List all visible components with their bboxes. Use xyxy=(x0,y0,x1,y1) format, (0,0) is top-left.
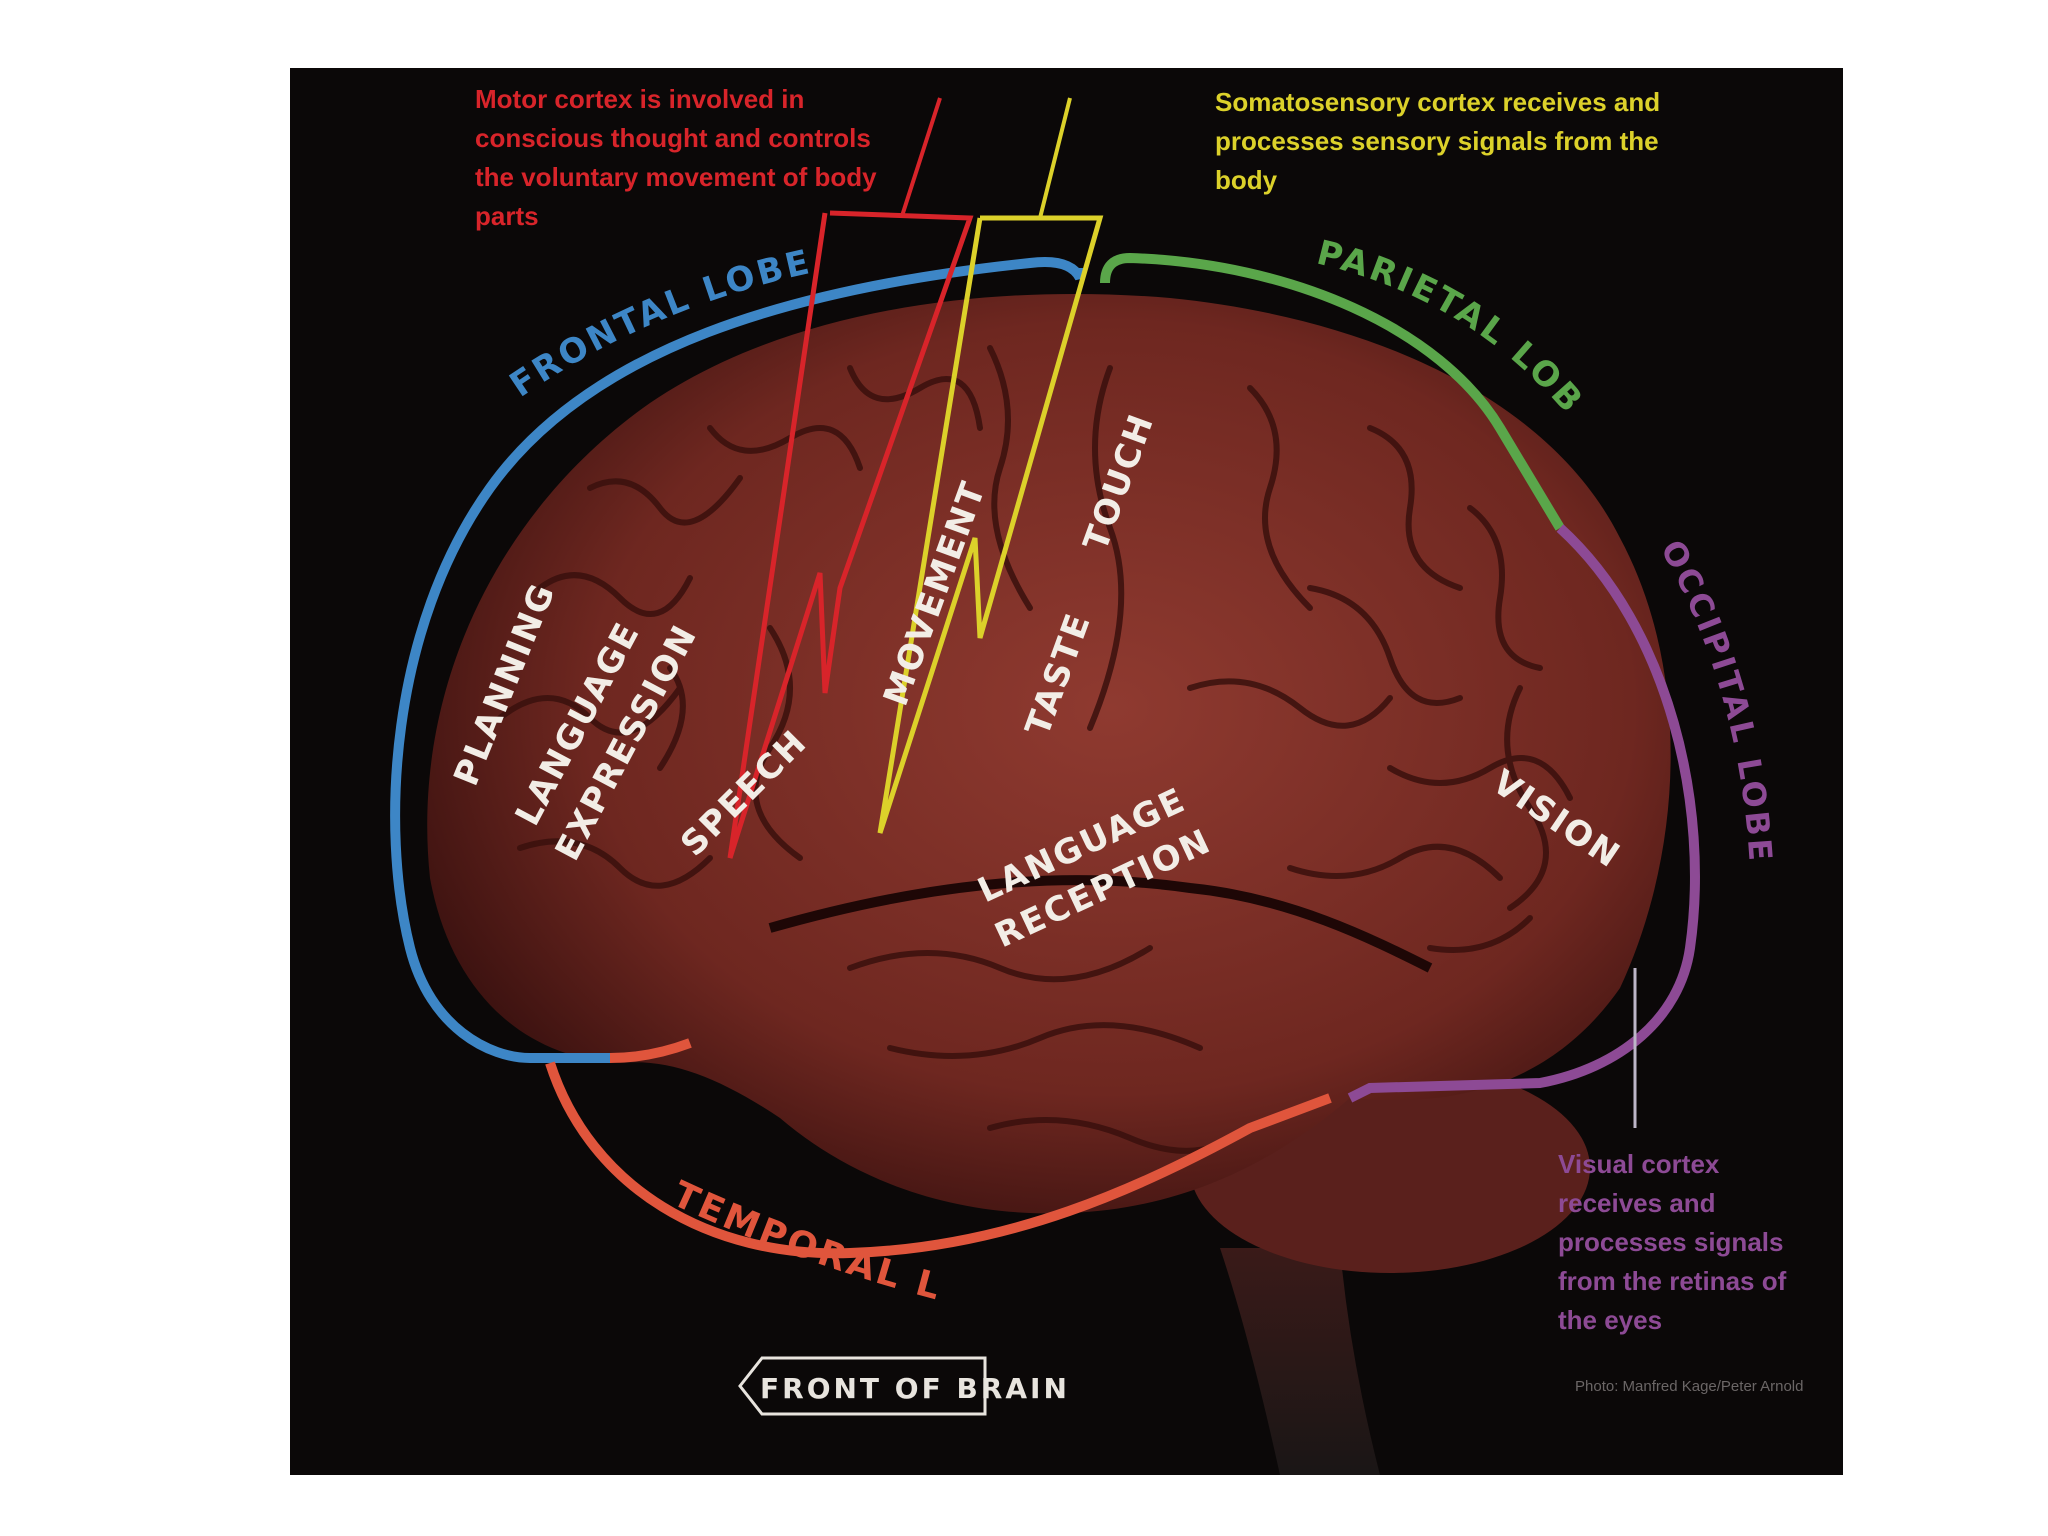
photo-credit: Photo: Manfred Kage/Peter Arnold xyxy=(1575,1378,1803,1395)
somato-leader-line xyxy=(1040,98,1070,218)
somatosensory-caption: Somatosensory cortex receives and proces… xyxy=(1215,83,1675,200)
occipital-lobe-label: OCCIPITAL LOBE xyxy=(1653,534,1780,865)
visual-cortex-caption: Visual cortex receives and processes sig… xyxy=(1558,1145,1828,1340)
brain-stem xyxy=(1220,1248,1380,1475)
motor-cortex-caption: Motor cortex is involved in conscious th… xyxy=(475,80,915,236)
diagram-panel: FRONTAL LOBE PARIETAL LOBE OCCIPITAL LOB… xyxy=(290,68,1843,1475)
front-of-brain-label: FRONT OF BRAIN xyxy=(760,1372,1070,1405)
